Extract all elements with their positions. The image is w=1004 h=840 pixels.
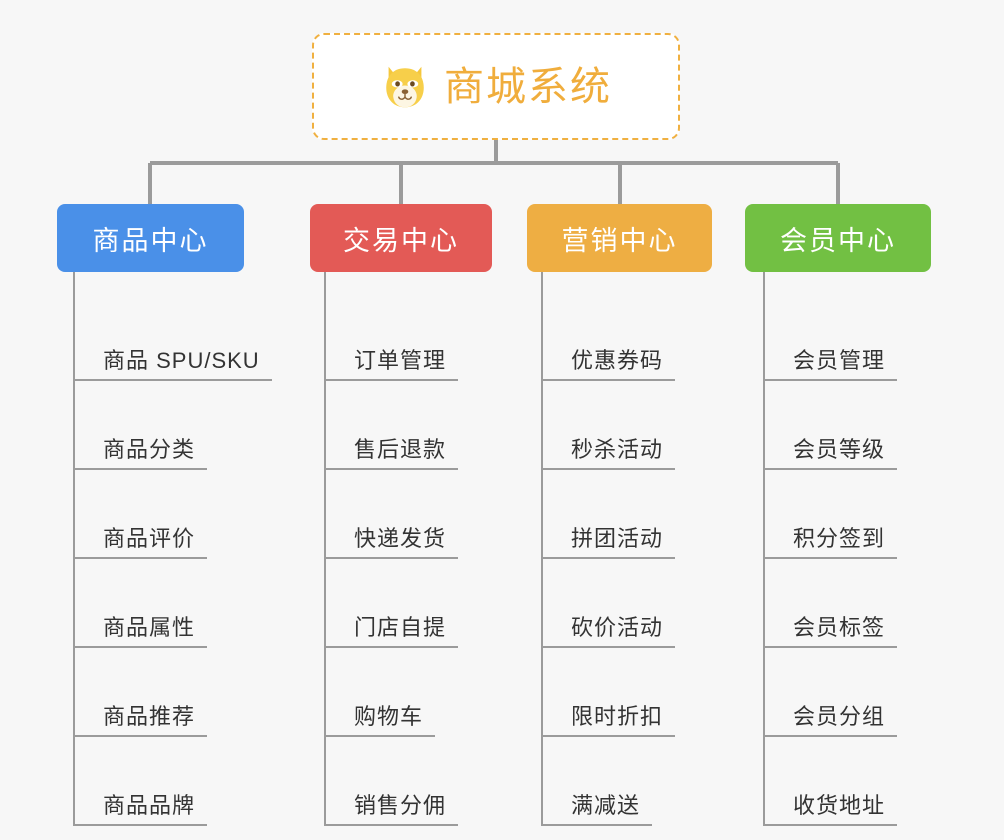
leaf-item-underline (541, 557, 675, 559)
leaf-item[interactable]: 限时折扣 (527, 648, 712, 737)
branch-header-label: 会员中心 (780, 225, 896, 256)
leaf-item[interactable]: 购物车 (310, 648, 492, 737)
leaf-item-label: 商品 SPU/SKU (103, 347, 260, 373)
leaf-item-label: 优惠券码 (571, 347, 664, 373)
leaf-item-label: 会员分组 (793, 703, 886, 729)
leaf-item-label: 快递发货 (354, 525, 447, 551)
root-node[interactable]: 商城系统 (312, 33, 680, 140)
leaf-item-underline (763, 735, 897, 737)
branch-header-2[interactable]: 营销中心 (527, 204, 712, 272)
leaf-item[interactable]: 售后退款 (310, 381, 492, 470)
leaf-item-label: 商品品牌 (103, 792, 196, 818)
branch-column-0: 商品中心 商品 SPU/SKU 商品分类商品评价商品属性商品推荐商品品牌 (57, 204, 272, 826)
leaf-item[interactable]: 收货地址 (745, 737, 931, 826)
leaf-item-label: 会员等级 (793, 436, 886, 462)
branch-header-label: 商品中心 (92, 225, 209, 256)
leaf-item-underline (541, 468, 675, 470)
leaf-item[interactable]: 订单管理 (310, 292, 492, 381)
branch-header-label: 交易中心 (343, 225, 459, 256)
leaf-item[interactable]: 满减送 (527, 737, 712, 826)
leaf-item-label: 商品分类 (103, 436, 196, 462)
leaf-item[interactable]: 商品分类 (57, 381, 244, 470)
leaf-item[interactable]: 商品推荐 (57, 648, 244, 737)
leaf-item-underline (73, 735, 207, 737)
leaf-item-label: 销售分佣 (354, 792, 447, 818)
leaf-item[interactable]: 快递发货 (310, 470, 492, 559)
branch-column-2: 营销中心 优惠券码秒杀活动拼团活动砍价活动限时折扣满减送 (527, 204, 712, 826)
leaf-item[interactable]: 砍价活动 (527, 559, 712, 648)
leaf-item[interactable]: 拼团活动 (527, 470, 712, 559)
leaf-item-underline (324, 735, 435, 737)
leaf-item-underline (73, 824, 207, 826)
leaf-item[interactable]: 门店自提 (310, 559, 492, 648)
leaf-item-label: 售后退款 (354, 436, 447, 462)
leaf-item-label: 商品推荐 (103, 703, 196, 729)
leaf-item-underline (541, 735, 675, 737)
leaf-item-label: 购物车 (354, 703, 424, 729)
leaf-item-underline (763, 468, 897, 470)
branch-header-1[interactable]: 交易中心 (310, 204, 492, 272)
leaf-item-underline (763, 379, 897, 381)
leaf-list-1: 订单管理售后退款快递发货门店自提购物车销售分佣 (310, 272, 492, 826)
leaf-item-label: 砍价活动 (571, 614, 664, 640)
leaf-item-underline (73, 468, 207, 470)
leaf-list-3: 会员管理会员等级积分签到会员标签会员分组收货地址 (745, 272, 931, 826)
leaf-item-label: 会员管理 (793, 347, 886, 373)
leaf-item-label: 积分签到 (793, 525, 886, 551)
leaf-item[interactable]: 会员管理 (745, 292, 931, 381)
leaf-item-label: 收货地址 (793, 792, 886, 818)
leaf-item-underline (324, 379, 458, 381)
leaf-item-label: 秒杀活动 (571, 436, 664, 462)
leaf-item[interactable]: 会员分组 (745, 648, 931, 737)
leaf-item-underline (763, 646, 897, 648)
branch-column-3: 会员中心 会员管理会员等级积分签到会员标签会员分组收货地址 (745, 204, 931, 826)
root-title: 商城系统 (444, 64, 612, 109)
leaf-item-label: 限时折扣 (571, 703, 664, 729)
leaf-item[interactable]: 秒杀活动 (527, 381, 712, 470)
branch-header-label: 营销中心 (561, 225, 678, 256)
leaf-item-underline (763, 557, 897, 559)
leaf-item-label: 门店自提 (354, 614, 447, 640)
branch-header-0[interactable]: 商品中心 (57, 204, 244, 272)
leaf-item-underline (73, 379, 272, 381)
leaf-item-underline (324, 468, 458, 470)
leaf-item-label: 商品属性 (103, 614, 196, 640)
leaf-item[interactable]: 会员等级 (745, 381, 931, 470)
leaf-item-underline (73, 646, 207, 648)
leaf-item-underline (763, 824, 897, 826)
leaf-item-underline (324, 824, 458, 826)
leaf-item-underline (541, 646, 675, 648)
leaf-item-label: 拼团活动 (571, 525, 664, 551)
leaf-item-label: 订单管理 (354, 347, 447, 373)
leaf-item[interactable]: 优惠券码 (527, 292, 712, 381)
leaf-item[interactable]: 商品属性 (57, 559, 244, 648)
branch-column-1: 交易中心 订单管理售后退款快递发货门店自提购物车销售分佣 (310, 204, 492, 826)
leaf-item[interactable]: 会员标签 (745, 559, 931, 648)
leaf-list-0: 商品 SPU/SKU 商品分类商品评价商品属性商品推荐商品品牌 (57, 272, 272, 826)
leaf-item[interactable]: 销售分佣 (310, 737, 492, 826)
dog-face-icon (386, 66, 424, 107)
leaf-item-underline (541, 379, 675, 381)
leaf-item-label: 满减送 (571, 792, 641, 818)
leaf-item-label: 会员标签 (793, 614, 886, 640)
leaf-list-2: 优惠券码秒杀活动拼团活动砍价活动限时折扣满减送 (527, 272, 712, 826)
leaf-item[interactable]: 商品 SPU/SKU (57, 292, 272, 381)
branch-header-3[interactable]: 会员中心 (745, 204, 931, 272)
leaf-item-label: 商品评价 (103, 525, 196, 551)
leaf-item[interactable]: 商品品牌 (57, 737, 244, 826)
leaf-item-underline (324, 646, 458, 648)
leaf-item-underline (541, 824, 652, 826)
leaf-item[interactable]: 商品评价 (57, 470, 244, 559)
leaf-item[interactable]: 积分签到 (745, 470, 931, 559)
leaf-item-underline (324, 557, 458, 559)
leaf-item-underline (73, 557, 207, 559)
